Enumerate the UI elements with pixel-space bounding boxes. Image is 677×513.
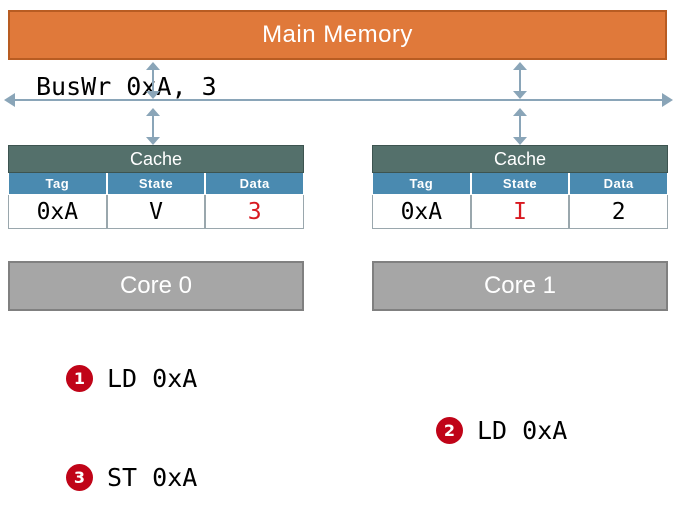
- memory-bus-connector-right-icon: [513, 62, 527, 99]
- main-memory-block: Main Memory: [8, 10, 667, 60]
- cache1-cell-data: 2: [569, 195, 669, 229]
- cache0-cell-tag: 0xA: [8, 195, 107, 229]
- bus-transaction-label: BusWr 0xA, 3: [36, 72, 217, 101]
- cache1-header-row: Tag State Data: [372, 173, 669, 195]
- arrowhead-down-icon: [146, 137, 160, 145]
- cache0-title: Cache: [8, 145, 304, 173]
- arrowhead-up-icon: [146, 108, 160, 116]
- bus-cache0-connector-icon: [146, 108, 160, 145]
- core0-block: Core 0: [8, 261, 304, 311]
- connector-shaft: [519, 69, 521, 92]
- connector-shaft: [519, 115, 521, 138]
- cache0-header-tag: Tag: [8, 173, 107, 195]
- core1-label: Core 1: [483, 272, 557, 299]
- bus-cache1-connector-icon: [513, 108, 527, 145]
- cache1-data-row: 0xA I 2: [372, 195, 669, 229]
- arrowhead-up-icon: [513, 62, 527, 70]
- arrowhead-down-icon: [146, 91, 160, 99]
- cache1-cell-tag: 0xA: [372, 195, 471, 229]
- step-item-3: 3 ST 0xA: [66, 463, 197, 492]
- arrowhead-down-icon: [513, 91, 527, 99]
- bus-line: [8, 99, 667, 101]
- step-item-2: 2 LD 0xA: [436, 416, 567, 445]
- cache1-title: Cache: [372, 145, 668, 173]
- core1-block: Core 1: [372, 261, 668, 311]
- bus-arrow-left-icon: [4, 93, 15, 107]
- cache0-cell-data: 3: [205, 195, 305, 229]
- main-memory-label: Main Memory: [262, 21, 413, 48]
- step-1-badge: 1: [66, 365, 93, 392]
- step-2-text: LD 0xA: [477, 416, 568, 445]
- cache0-header-row: Tag State Data: [8, 173, 305, 195]
- bus-arrow-right-icon: [662, 93, 673, 107]
- memory-bus-connector-left-icon: [146, 62, 160, 99]
- step-2-badge: 2: [436, 417, 463, 444]
- connector-shaft: [152, 69, 154, 92]
- step-item-1: 1 LD 0xA: [66, 364, 197, 393]
- step-3-badge: 3: [66, 464, 93, 491]
- cache0-cell-state: V: [106, 195, 206, 229]
- connector-shaft: [152, 115, 154, 138]
- cache1-cell-state: I: [470, 195, 570, 229]
- core0-label: Core 0: [119, 272, 193, 299]
- cache0-header-data: Data: [205, 173, 305, 195]
- step-3-text: ST 0xA: [107, 463, 198, 492]
- cache0-header-state: State: [106, 173, 206, 195]
- cache1-header-state: State: [470, 173, 570, 195]
- arrowhead-up-icon: [146, 62, 160, 70]
- arrowhead-up-icon: [513, 108, 527, 116]
- cache-block-core0: Cache Tag State Data 0xA V 3: [8, 145, 305, 229]
- cache0-data-row: 0xA V 3: [8, 195, 305, 229]
- step-1-text: LD 0xA: [107, 364, 198, 393]
- cache1-header-tag: Tag: [372, 173, 471, 195]
- cache-block-core1: Cache Tag State Data 0xA I 2: [372, 145, 669, 229]
- cache1-header-data: Data: [569, 173, 669, 195]
- arrowhead-down-icon: [513, 137, 527, 145]
